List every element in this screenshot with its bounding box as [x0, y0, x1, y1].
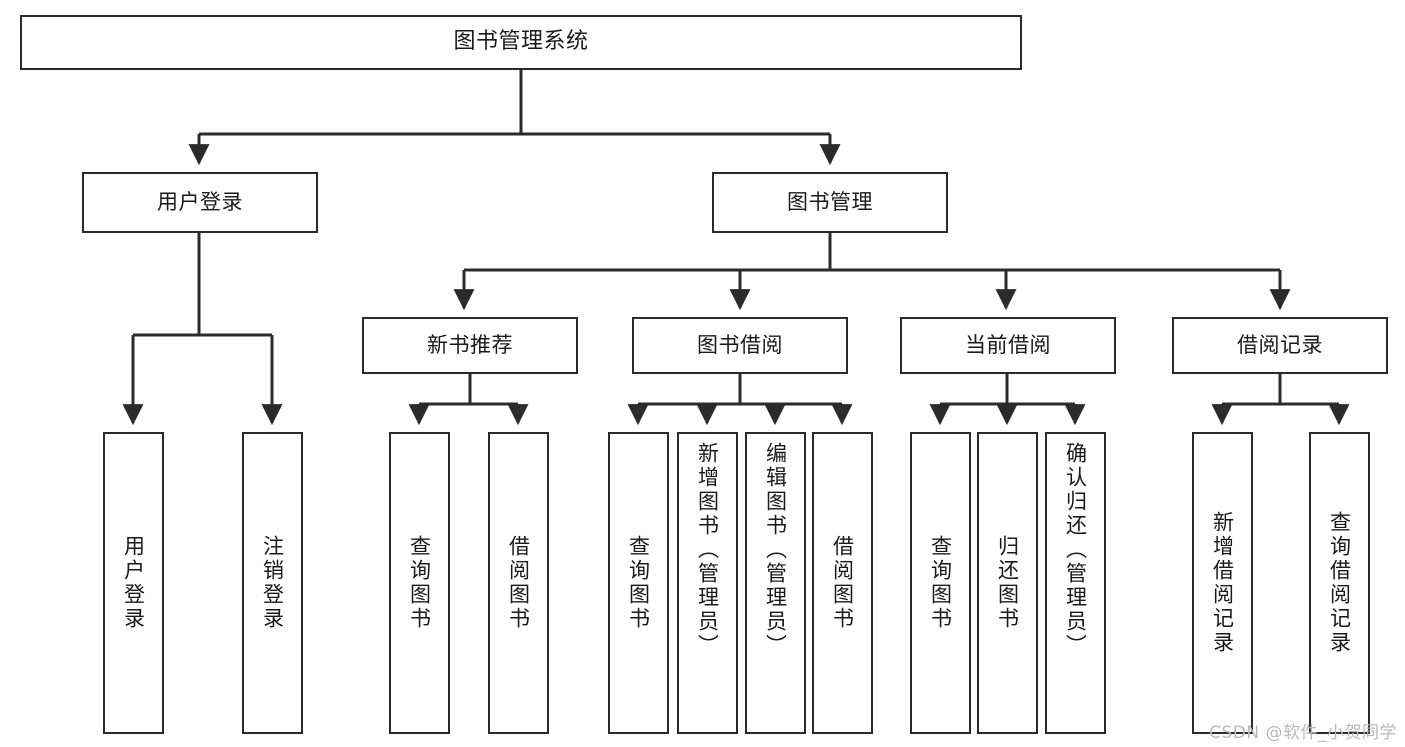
leaf-confirm-return[interactable]: 确认归还（管理员） — [1045, 432, 1106, 734]
node-current-borrow-label: 当前借阅 — [965, 332, 1051, 357]
leaf-edit-book[interactable]: 编辑图书（管理员） — [745, 432, 806, 734]
node-borrow-record[interactable]: 借阅记录 — [1172, 317, 1388, 374]
leaf-borrow-book-1-label: 借阅图书 — [506, 535, 531, 631]
leaf-query-book-3-label: 查询图书 — [928, 535, 953, 631]
leaf-user-login-label: 用户登录 — [121, 535, 146, 631]
leaf-query-record-label: 查询借阅记录 — [1327, 511, 1352, 655]
node-book-manage-label: 图书管理 — [787, 189, 873, 214]
leaf-logout-label: 注销登录 — [260, 535, 285, 631]
leaf-confirm-return-label: 确认归还（管理员） — [1063, 442, 1088, 658]
leaf-query-book-2[interactable]: 查询图书 — [608, 432, 669, 734]
node-book-borrow-label: 图书借阅 — [697, 332, 783, 357]
node-book-manage[interactable]: 图书管理 — [712, 172, 948, 233]
node-current-borrow[interactable]: 当前借阅 — [900, 317, 1116, 374]
leaf-add-book[interactable]: 新增图书（管理员） — [677, 432, 738, 734]
leaf-return-book-label: 归还图书 — [995, 535, 1020, 631]
leaf-query-book-3[interactable]: 查询图书 — [910, 432, 971, 734]
leaf-query-book-1-label: 查询图书 — [407, 535, 432, 631]
node-user-login-label: 用户登录 — [157, 189, 243, 214]
node-borrow-record-label: 借阅记录 — [1237, 332, 1323, 357]
node-root-label: 图书管理系统 — [453, 29, 589, 55]
leaf-add-book-label: 新增图书（管理员） — [695, 442, 720, 658]
leaf-borrow-book-2[interactable]: 借阅图书 — [812, 432, 873, 734]
node-new-book-recommendation-label: 新书推荐 — [427, 332, 513, 357]
leaf-add-record-label: 新增借阅记录 — [1210, 511, 1235, 655]
node-new-book-recommendation[interactable]: 新书推荐 — [362, 317, 578, 374]
node-book-borrow[interactable]: 图书借阅 — [632, 317, 848, 374]
node-user-login[interactable]: 用户登录 — [82, 172, 318, 233]
leaf-query-book-2-label: 查询图书 — [626, 535, 651, 631]
leaf-logout[interactable]: 注销登录 — [242, 432, 303, 734]
csdn-watermark: CSDN @软件_小贺同学 — [1209, 723, 1397, 743]
leaf-query-book-1[interactable]: 查询图书 — [389, 432, 450, 734]
leaf-return-book[interactable]: 归还图书 — [977, 432, 1038, 734]
node-root[interactable]: 图书管理系统 — [20, 15, 1022, 70]
leaf-borrow-book-2-label: 借阅图书 — [830, 535, 855, 631]
leaf-edit-book-label: 编辑图书（管理员） — [763, 442, 788, 658]
leaf-borrow-book-1[interactable]: 借阅图书 — [488, 432, 549, 734]
leaf-user-login[interactable]: 用户登录 — [103, 432, 164, 734]
leaf-add-record[interactable]: 新增借阅记录 — [1192, 432, 1253, 734]
leaf-query-record[interactable]: 查询借阅记录 — [1309, 432, 1370, 734]
